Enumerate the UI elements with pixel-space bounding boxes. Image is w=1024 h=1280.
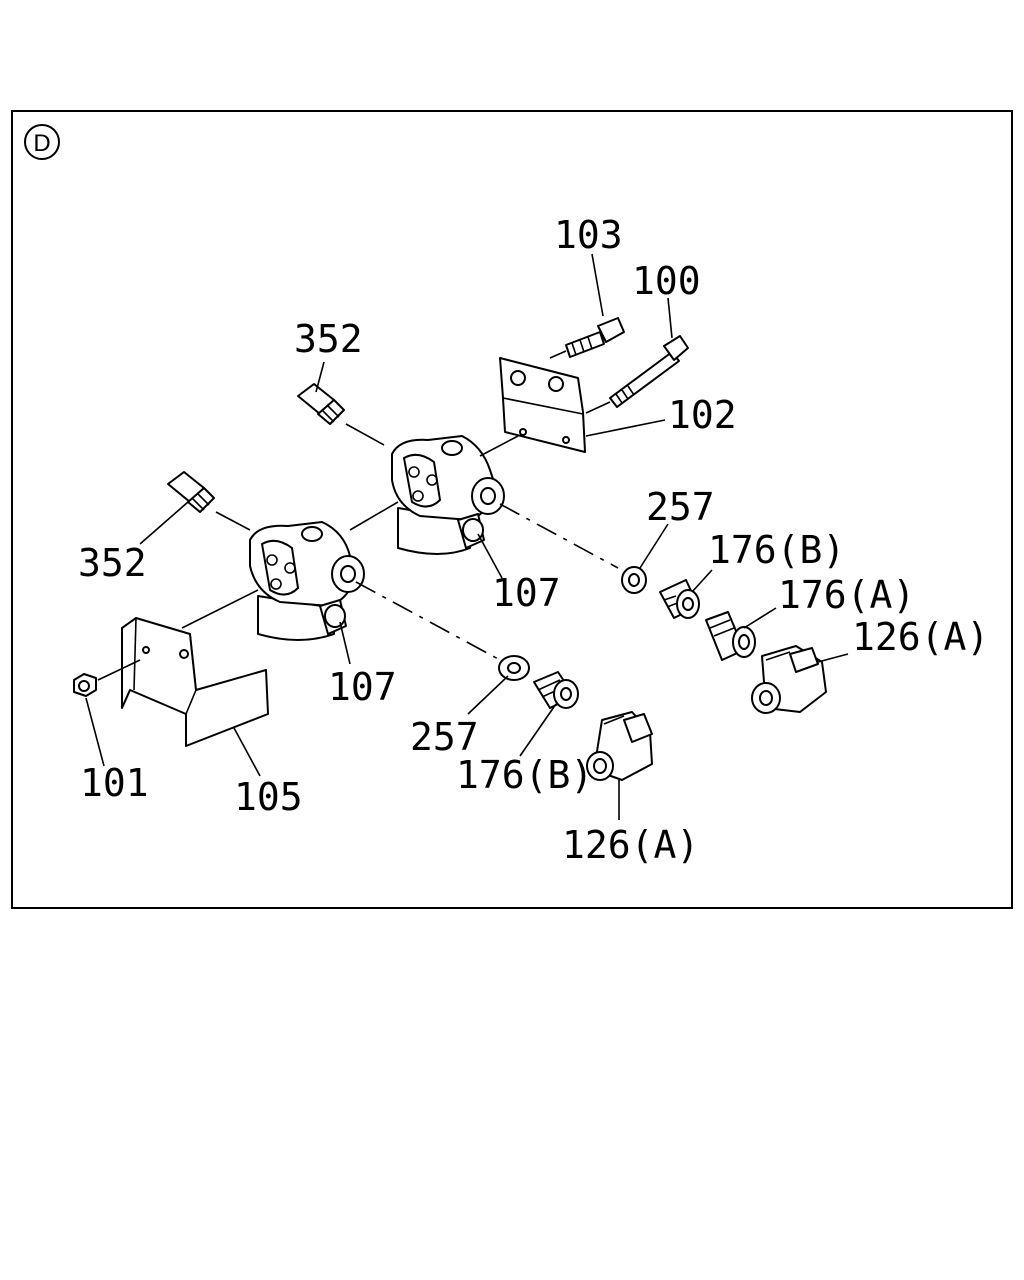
fitting-176b-lower (533, 671, 579, 709)
pressure-switch-352-lower (167, 471, 215, 513)
label-102: 102 (668, 393, 737, 437)
pressure-switch-352-upper (297, 383, 345, 425)
elbow-fitting-126a-upper (751, 645, 827, 714)
washer-257-lower (498, 655, 530, 681)
bracket-102 (499, 357, 586, 453)
bracket-105 (121, 617, 269, 747)
diagram-frame (11, 110, 1013, 909)
label-100: 100 (632, 259, 701, 303)
leader-lines (85, 253, 849, 820)
view-badge: D (24, 124, 60, 160)
washer-257-upper (621, 566, 647, 594)
relay-valve-upper (391, 435, 505, 555)
label-176b-lower: 176(B) (456, 753, 593, 797)
relay-valve-lower (249, 521, 365, 641)
label-176a-upper: 176(A) (778, 573, 915, 617)
bolt-100 (585, 335, 689, 414)
label-176b-upper: 176(B) (708, 528, 845, 572)
label-101: 101 (80, 761, 149, 805)
label-103: 103 (554, 213, 623, 257)
elbow-fitting-126a-lower (586, 711, 653, 781)
view-badge-label: D (33, 130, 50, 157)
label-257-lower: 257 (410, 715, 479, 759)
bolt-103 (549, 317, 625, 359)
label-107-upper: 107 (492, 571, 561, 615)
nut-101 (73, 673, 97, 697)
fitting-176b-upper (659, 579, 700, 619)
label-126a-upper: 126(A) (852, 615, 989, 659)
label-257-upper: 257 (646, 485, 715, 529)
label-105: 105 (234, 775, 303, 819)
label-126a-lower: 126(A) (562, 823, 699, 867)
axis-line-upper (499, 503, 619, 569)
label-352-lower: 352 (78, 541, 147, 585)
axis-line-lower (355, 581, 501, 661)
label-352-upper: 352 (294, 317, 363, 361)
fitting-176a-upper (705, 611, 756, 661)
label-107-lower: 107 (328, 665, 397, 709)
